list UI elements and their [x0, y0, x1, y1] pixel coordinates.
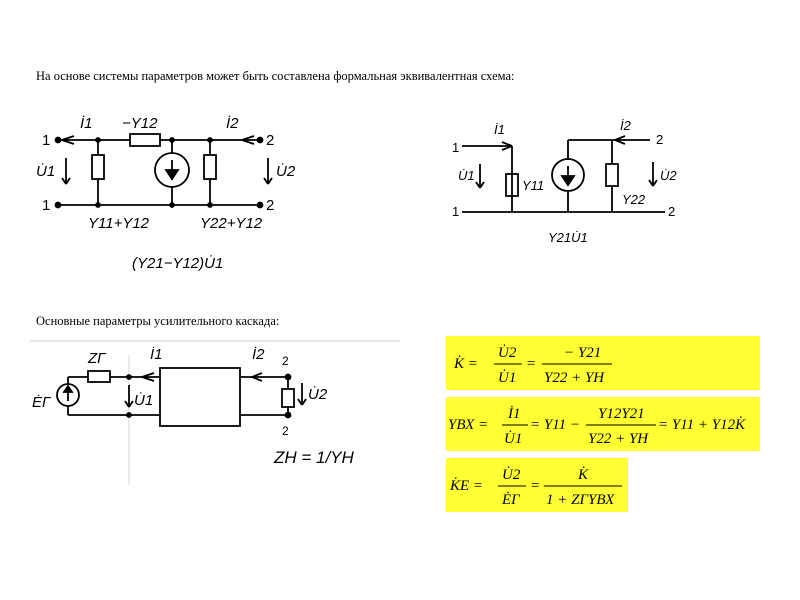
right-u2-label: U̇2 [660, 168, 677, 183]
amplifier-stage-circuit: ZГ İ1 İ2 ĖГ U̇1 U̇2 2 2 ZН = 1/YН [30, 340, 400, 485]
k-den1: U̇1 [498, 370, 516, 386]
right-u1-label: U̇1 [458, 168, 475, 183]
y22-resistor [605, 163, 619, 187]
left-i1-label: İ1 [80, 115, 93, 132]
k-num1: U̇2 [498, 345, 517, 361]
formula-ke: K̇E = U̇2 ĖГ = K̇ 1 + ZГYВХ [446, 458, 628, 512]
amp-node-2-bottom: 2 [282, 424, 289, 438]
k-den2: Y22 + YН [544, 370, 605, 386]
y11-resistor [505, 173, 519, 197]
amplifier-caption: Основные параметры усилительного каскада… [36, 314, 280, 328]
left-neg-y12-label: −Y12 [122, 115, 158, 132]
left-y11-plus-label: Y11+Y12 [88, 215, 150, 232]
yvx-den2: Y22 + YН [588, 431, 649, 447]
left-node-2-top: 2 [266, 132, 274, 149]
left-node-2-bottom: 2 [266, 197, 274, 214]
left-i2-label: İ2 [226, 115, 239, 132]
left-u1-label: U̇1 [36, 163, 55, 180]
right-node-1-bottom: 1 [452, 204, 459, 219]
right-node-2-top: 2 [656, 132, 663, 147]
ke-num2: K̇ [577, 467, 589, 483]
ke-num1: U̇2 [502, 467, 521, 483]
left-node-1-bottom: 1 [42, 197, 50, 214]
left-y22-plus-label: Y22+Y12 [200, 215, 263, 232]
amp-u1-label: U̇1 [134, 392, 153, 409]
yvx-eq1: = Y11 − [530, 417, 580, 433]
amp-u2-label: U̇2 [308, 386, 328, 403]
yvx-num2: Y12Y21 [598, 406, 645, 422]
right-equivalent-circuit: İ1 İ2 1 1 2 2 U̇1 U̇2 Y11 Y22 Y21U̇1 [452, 118, 677, 245]
right-y22-label: Y22 [622, 192, 646, 207]
left-node-1-top: 1 [42, 132, 50, 149]
ke-den2: 1 + ZГYВХ [546, 492, 615, 508]
y22-resistor [203, 154, 217, 180]
amp-i2-label: İ2 [252, 346, 265, 363]
k-eq: = [526, 356, 536, 372]
right-i2-label: İ2 [620, 118, 632, 133]
amp-node-2-top: 2 [282, 354, 289, 368]
right-source-label: Y21U̇1 [548, 230, 588, 245]
k-num2: − Y21 [564, 345, 601, 361]
right-node-1-top: 1 [452, 140, 459, 155]
yvx-lhs: YВХ = [448, 417, 488, 433]
ke-lhs: K̇E = [449, 478, 483, 494]
intro-caption: На основе системы параметров может быть … [36, 69, 515, 83]
load-resistor [281, 388, 295, 408]
right-node-2-bottom: 2 [668, 204, 675, 219]
ke-eq: = [530, 478, 540, 494]
formula-yvx: YВХ = İ1 U̇1 = Y11 − Y12Y21 Y22 + YН = Y… [446, 397, 760, 451]
yvx-den1: U̇1 [504, 431, 522, 447]
eg-label: ĖГ [32, 394, 52, 411]
yvx-num1: İ1 [507, 406, 521, 422]
zg-label: ZГ [87, 350, 107, 367]
ke-den1: ĖГ [501, 492, 521, 508]
left-source-label: (Y21−Y12)U̇1 [132, 255, 223, 272]
yvx-rhs: = Y11 + Y12K̇ [658, 417, 746, 433]
zg-resistor [87, 370, 111, 383]
amplifier-block [159, 367, 241, 427]
right-i1-label: İ1 [494, 122, 505, 137]
left-u2-label: U̇2 [276, 163, 296, 180]
y12-resistor [129, 133, 161, 147]
y11-resistor [91, 154, 105, 180]
k-lhs: K̇ = [453, 356, 478, 372]
zn-equation: ZН = 1/YН [273, 448, 355, 467]
amp-i1-label: İ1 [150, 346, 163, 363]
formula-k: K̇ = U̇2 U̇1 = − Y21 Y22 + YН [446, 336, 760, 390]
right-y11-label: Y11 [522, 178, 544, 193]
left-equivalent-circuit: İ1 −Y12 İ2 1 1 2 2 U̇1 U̇2 Y11+Y12 Y22+Y… [36, 115, 296, 272]
